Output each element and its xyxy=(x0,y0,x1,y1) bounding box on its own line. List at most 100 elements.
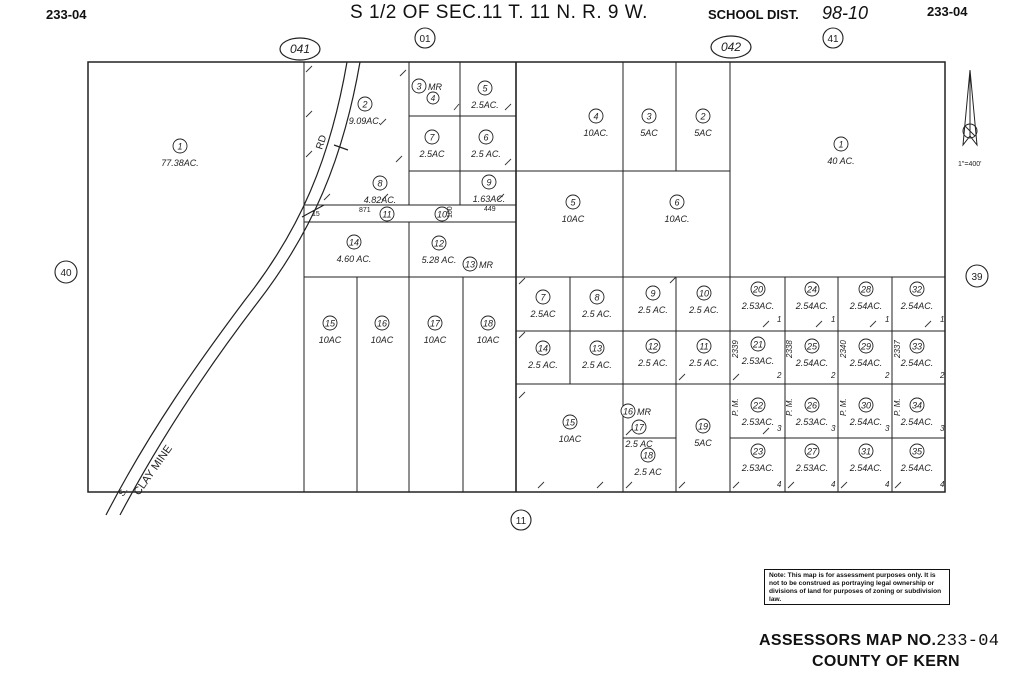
parcel-map-number: 2338 xyxy=(785,340,794,359)
parcel-p10e: 102.5 AC. xyxy=(688,285,719,315)
parcel-p26e: 262.53AC. xyxy=(795,397,829,427)
footer-title-label: ASSESSORS MAP NO. xyxy=(759,632,937,649)
parcel-number: 28 xyxy=(860,285,871,295)
parcel-area: 2.5AC xyxy=(529,309,556,319)
parcel-area: 2.54AC. xyxy=(900,301,934,311)
parcel-p29e: 292.54AC. xyxy=(849,338,882,368)
parcel-suffix: MR xyxy=(637,407,651,417)
map-scale: 1"=400' xyxy=(958,161,981,168)
parcel-p28e: 282.54AC. xyxy=(849,281,882,311)
road-label-rd: RD xyxy=(314,134,329,151)
parcel-number: 4 xyxy=(593,112,598,122)
parcel-number-circle xyxy=(858,443,874,459)
parcel-number-circle xyxy=(379,206,395,222)
book-042: 042 xyxy=(710,35,752,59)
svg-text:041: 041 xyxy=(290,42,310,56)
parcel-number-circle xyxy=(357,96,373,112)
parcel-number: 11 xyxy=(699,342,708,352)
dim-449: 449 xyxy=(484,206,496,213)
parcel-number: 13 xyxy=(465,260,475,270)
parcel-number-circle xyxy=(804,397,820,413)
parcel-p9w: 91.63AC. xyxy=(473,174,505,204)
parcel-number: 24 xyxy=(806,285,817,295)
parcel-p22e: 222.53AC. xyxy=(741,397,774,427)
svg-text:01: 01 xyxy=(419,34,431,45)
parcel-p1e: 140 AC. xyxy=(827,136,855,166)
parcel-p17e: 172.5 AC xyxy=(624,419,653,449)
parcel-p14w: 144.60 AC. xyxy=(337,234,371,264)
parcel-number-circle xyxy=(645,338,661,354)
parcel-number-circle xyxy=(172,138,188,154)
parcel-number-circle xyxy=(427,315,443,331)
parcel-area: 9.09AC. xyxy=(349,116,382,126)
svg-text:11: 11 xyxy=(516,516,527,527)
svg-text:042: 042 xyxy=(721,40,741,54)
pm-label: P. M. xyxy=(839,398,848,416)
north-arrow-icon xyxy=(962,69,978,147)
parcel-p14e: 142.5 AC. xyxy=(527,340,558,370)
parcel-area: 2.54AC. xyxy=(900,417,934,427)
parcel-p33e: 332.54AC. xyxy=(900,338,934,368)
lot-number: 3 xyxy=(885,424,890,433)
parcel-number: 17 xyxy=(634,423,645,433)
parcel-number-circle xyxy=(858,338,874,354)
parcel-area: 2.54AC. xyxy=(900,358,934,368)
parcel-number: 15 xyxy=(325,319,336,329)
parcel-number: 3 xyxy=(646,112,651,122)
parcel-area: 2.53AC. xyxy=(741,463,775,473)
parcel-number-circle xyxy=(641,108,657,124)
parcel-number: 7 xyxy=(540,293,546,303)
parcel-area: 2.5 AC. xyxy=(637,358,668,368)
parcel-sub-circle xyxy=(426,91,440,105)
parcel-number-circle xyxy=(477,80,493,96)
parcel-area: 2.54AC. xyxy=(795,301,829,311)
parcel-number-circle xyxy=(481,174,497,190)
parcel-number: 1 xyxy=(177,142,182,152)
parcel-number: 5 xyxy=(482,84,488,94)
parcel-area: 2.5 AC. xyxy=(581,309,612,319)
parcel-area: 40 AC. xyxy=(827,156,854,166)
parcel-area: 10AC xyxy=(371,335,394,345)
parcel-area: 10AC xyxy=(562,214,585,224)
lot-number: 4 xyxy=(885,480,890,489)
footer-map-number: 233-04 xyxy=(936,632,1000,651)
lot-number: 2 xyxy=(776,371,782,380)
parcel-p32e: 322.54AC. xyxy=(900,281,934,311)
parcel-area: 5AC xyxy=(640,128,658,138)
parcel-number-circle xyxy=(346,234,362,250)
parcel-p7e: 7 2.5AC xyxy=(529,289,556,319)
parcel-number: 18 xyxy=(643,451,653,461)
parcel-area: 2.5 AC. xyxy=(470,149,501,159)
parcel-number: 3 xyxy=(416,82,421,92)
parcel-p8e: 82.5 AC. xyxy=(581,289,612,319)
parcel-p8w: 84.82AC. xyxy=(364,175,396,205)
parcel-area: 77.38AC. xyxy=(161,158,199,168)
parcel-number: 14 xyxy=(538,344,548,354)
road-label-clay-mine: CLAY MINE xyxy=(132,443,175,498)
parcel-number-circle xyxy=(858,397,874,413)
dim-15: 15 xyxy=(312,211,320,218)
parcel-area: 5AC xyxy=(694,128,712,138)
parcel-area: 2.54AC. xyxy=(849,463,883,473)
parcel-number: 17 xyxy=(430,319,441,329)
parcel-number: 21 xyxy=(752,340,763,350)
parcel-number-circle xyxy=(858,281,874,297)
parcel-number: 9 xyxy=(650,289,655,299)
parcel-area: 2.53AC. xyxy=(795,417,829,427)
parcel-number-circle xyxy=(462,256,478,272)
school-district-label: SCHOOL DIST. xyxy=(708,7,799,22)
parcel-number-circle xyxy=(589,340,605,356)
parcel-p12e: 122.5 AC. xyxy=(637,338,668,368)
parcel-number-circle xyxy=(804,281,820,297)
book-041: 041 xyxy=(279,37,321,61)
parcel-p2w: 29.09AC. xyxy=(349,96,382,126)
parcel-p10w: 10 xyxy=(434,206,450,222)
parcel-suffix: MR xyxy=(479,260,493,270)
parcel-number-circle xyxy=(695,108,711,124)
parcel-number-circle xyxy=(478,129,494,145)
parcel-area: 2.53AC. xyxy=(741,301,775,311)
parcel-area: 10AC xyxy=(559,434,582,444)
